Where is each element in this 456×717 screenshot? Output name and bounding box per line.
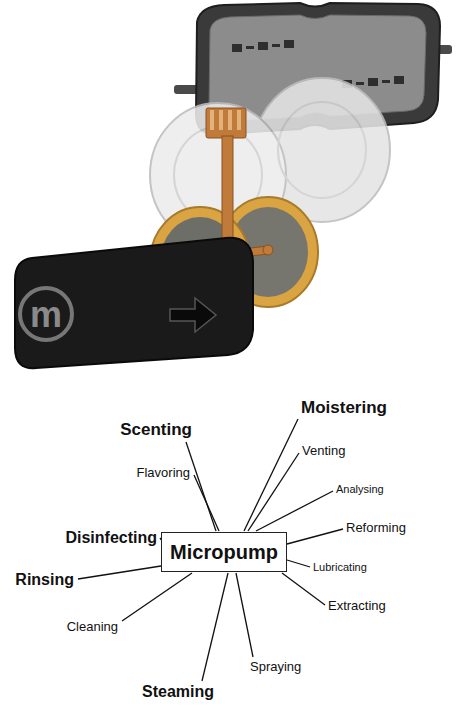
leader-line bbox=[202, 573, 228, 681]
front-cover bbox=[15, 238, 253, 368]
micropump-exploded-view bbox=[0, 0, 456, 380]
application-label: Spraying bbox=[250, 660, 301, 673]
application-label: Reforming bbox=[346, 521, 406, 534]
application-label: Disinfecting bbox=[65, 530, 157, 546]
application-label: Flavoring bbox=[137, 466, 190, 479]
leader-line bbox=[248, 453, 299, 531]
center-box: Micropump bbox=[161, 532, 287, 572]
application-label: Moistering bbox=[301, 399, 387, 416]
application-label: Lubricating bbox=[313, 562, 367, 573]
flow-arrow bbox=[170, 298, 216, 332]
leader-line bbox=[78, 566, 161, 579]
logo-ring bbox=[20, 288, 72, 340]
application-label: Extracting bbox=[328, 599, 386, 612]
leader-line bbox=[236, 573, 253, 657]
logo-letter: m bbox=[30, 297, 62, 333]
leader-line bbox=[244, 419, 298, 531]
application-label: Steaming bbox=[142, 684, 214, 700]
application-label: Analysing bbox=[336, 484, 384, 495]
leader-line bbox=[287, 529, 343, 544]
flex-contacts bbox=[210, 110, 241, 130]
leader-line bbox=[256, 491, 333, 531]
application-label: Cleaning bbox=[67, 620, 118, 633]
leader-line bbox=[122, 573, 192, 621]
leader-line bbox=[186, 442, 216, 531]
leader-line bbox=[282, 573, 325, 605]
leader-line bbox=[194, 475, 219, 531]
application-label: Venting bbox=[302, 444, 345, 457]
leader-line bbox=[287, 560, 310, 567]
center-box-text: Micropump bbox=[170, 542, 278, 562]
application-label: Scenting bbox=[120, 421, 192, 438]
application-label: Rinsing bbox=[15, 572, 74, 588]
